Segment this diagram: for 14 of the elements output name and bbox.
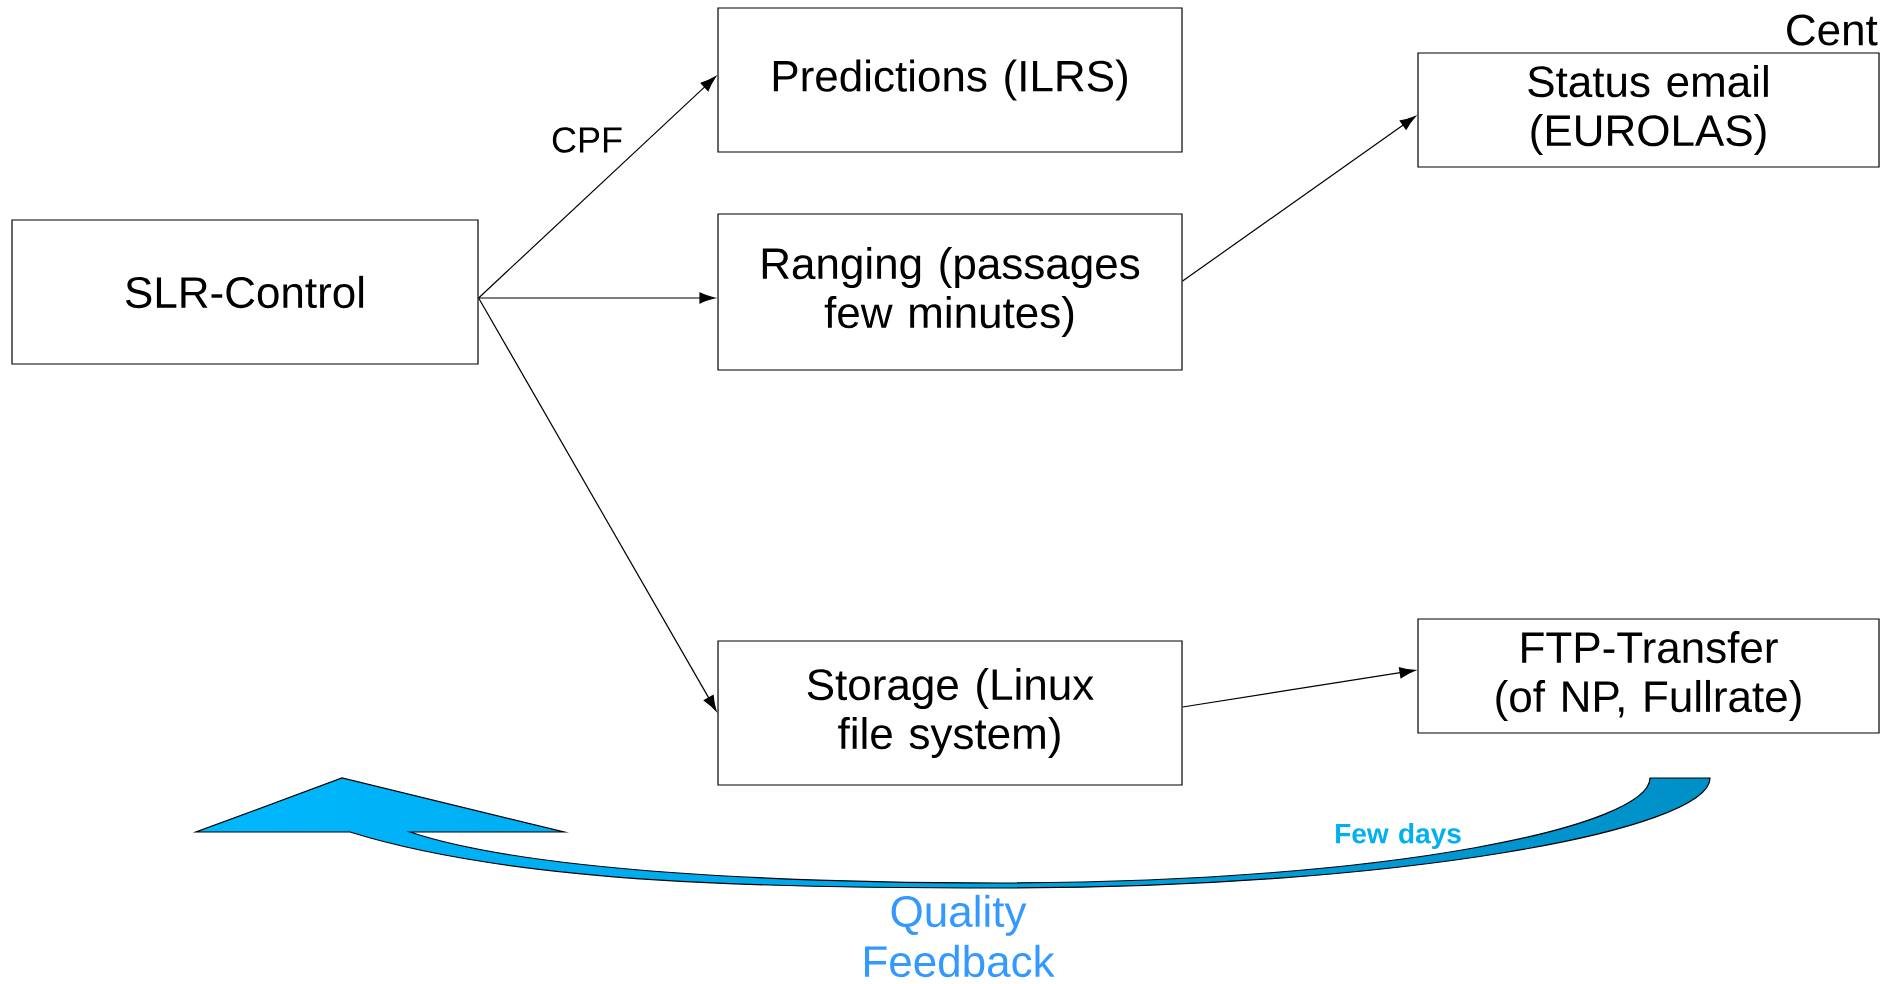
duration-label: Few days xyxy=(1336,822,1461,850)
arrow xyxy=(1182,667,1416,708)
arrow xyxy=(478,76,716,299)
process-box: SLR-Control xyxy=(11,219,479,365)
arrow xyxy=(1182,116,1416,282)
process-box: FTP-Transfer (of NP, Fullrate) xyxy=(1417,618,1880,734)
arrow xyxy=(478,292,716,304)
process-box: Storage (Linux file system) xyxy=(717,640,1183,786)
process-box: Status email (EUROLAS) xyxy=(1417,52,1880,168)
arrow-label: Quality Feedback xyxy=(865,894,1055,978)
edge-label: CPF xyxy=(552,127,622,153)
process-box: Predictions (ILRS) xyxy=(717,7,1183,153)
process-box: Ranging (passages few minutes) xyxy=(717,213,1183,371)
arrow xyxy=(478,297,717,712)
